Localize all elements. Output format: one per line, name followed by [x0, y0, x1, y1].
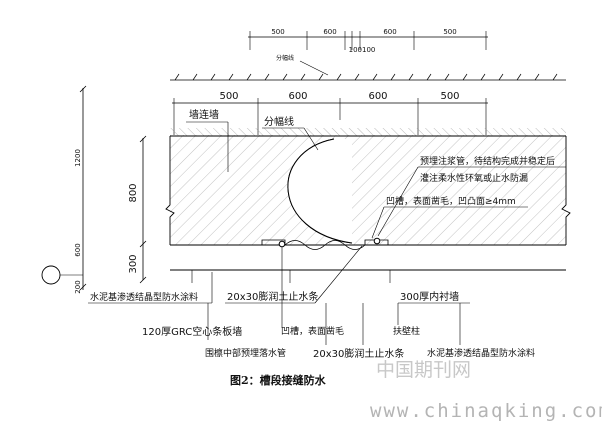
top-dimension-line: 500 600 600 500 100100 [248, 28, 488, 54]
ground-tick [372, 73, 378, 81]
lining-wall [170, 237, 566, 283]
groove2-label: 凹槽，表面凿毛 [281, 325, 344, 337]
inner-dimension-line: 800 300 [128, 135, 147, 284]
inner-dim-800: 800 [128, 183, 139, 202]
ground-tick [498, 73, 504, 81]
ground-tick [264, 73, 270, 81]
waterstop-label: 20x30膨润土止水条 [227, 290, 318, 303]
seam-line-top-label: 分幅线 [276, 54, 294, 62]
ground-tick [210, 73, 216, 81]
top-dim-4: 500 [443, 28, 456, 36]
waterstop-circle-right [373, 237, 381, 245]
ground-tick [426, 73, 432, 81]
datum-circle [41, 265, 61, 285]
ground-tick [246, 73, 252, 81]
top-dim-3: 600 [383, 28, 396, 36]
ground-tick [408, 73, 414, 81]
small-dim: 100100 [349, 46, 376, 54]
grout-pipe-label-1: 预埋注浆管，待结构完成并稳定后 [420, 155, 555, 167]
ground-tick [444, 73, 450, 81]
left-dim-1200: 1200 [74, 149, 82, 167]
grc-label: 120厚GRC空心条板墙 [142, 325, 242, 338]
left-dim-200: 200 [74, 280, 82, 293]
mid-dim-3: 600 [368, 91, 387, 102]
ground-tick [318, 73, 324, 81]
mid-dim-2: 600 [288, 91, 307, 102]
ground-tick [174, 73, 180, 81]
top-dim-1: 500 [271, 28, 284, 36]
watermark-cn: 中国期刊网 [376, 359, 471, 381]
ground-tick [390, 73, 396, 81]
mid-dim-4: 500 [440, 91, 459, 102]
ground-line [170, 73, 566, 81]
ground-tick [336, 73, 342, 81]
ground-tick [228, 73, 234, 81]
diaphragm-wall [165, 128, 571, 246]
pilaster-label: 扶壁柱 [393, 325, 420, 337]
inner-dim-300: 300 [128, 254, 139, 273]
drain-pipe-label: 围檩中部预埋落水管 [205, 347, 286, 359]
figure-caption: 图2：槽段接缝防水 [230, 373, 327, 387]
groove-label: 凹槽，表面凿毛，凹凸面≥4mm [386, 195, 516, 207]
wall-label: 墙连墙 [189, 108, 219, 121]
seam-line-label: 分幅线 [264, 115, 294, 128]
left-dimension-line: 1200 600 200 [74, 85, 87, 294]
ground-tick [480, 73, 486, 81]
lining-label: 300厚内衬墙 [400, 290, 459, 303]
grout-pipe-label-2: 灌注柔水性环氧或止水防漏 [420, 172, 528, 184]
ground-tick [552, 73, 558, 81]
ground-tick [516, 73, 522, 81]
coating-left-label: 水泥基渗透结晶型防水涂料 [90, 291, 198, 303]
ground-tick [282, 73, 288, 81]
watermark-url: www.chinaqking.com [370, 400, 602, 422]
mid-dim-1: 500 [219, 91, 238, 102]
waterstop2-label: 20x30膨润土止水条 [313, 347, 404, 360]
left-dim-600: 600 [74, 243, 82, 256]
ground-tick [300, 73, 306, 81]
ground-tick [192, 73, 198, 81]
ground-tick [354, 73, 360, 81]
ground-tick [462, 73, 468, 81]
top-dim-2: 600 [323, 28, 336, 36]
coating-right-label: 水泥基渗透结晶型防水涂料 [427, 347, 535, 359]
waterstop-circle-left [278, 240, 286, 248]
ground-tick [534, 73, 540, 81]
